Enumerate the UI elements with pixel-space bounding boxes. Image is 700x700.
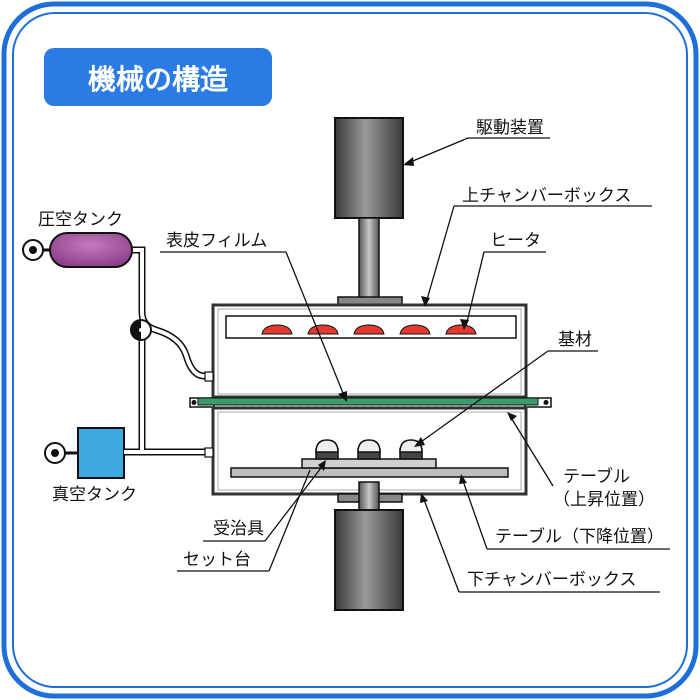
label-upper-box: 上チャンバーボックス <box>462 186 631 206</box>
label-lower-box: 下チャンバーボックス <box>467 570 636 590</box>
leader-heater <box>465 251 485 327</box>
label-set-base: セット台 <box>183 550 251 570</box>
pressure-tank <box>49 232 133 268</box>
arrow-drive <box>403 157 414 166</box>
title-badge <box>44 48 272 106</box>
leader-table-up <box>509 415 554 487</box>
pipe-port-lower <box>204 447 214 458</box>
arrow-film <box>338 391 347 402</box>
leader-drive <box>407 137 469 164</box>
lower-cylinder <box>334 509 404 611</box>
label-drive: 駆動装置 <box>476 118 544 138</box>
drive-cylinder <box>334 117 404 219</box>
heater-elements <box>261 324 477 335</box>
upper-chamber-inner <box>217 308 522 395</box>
label-substrate: 基材 <box>558 330 592 350</box>
skin-film <box>197 397 539 406</box>
lower-rod <box>358 481 380 513</box>
leader-table-down <box>461 477 488 550</box>
label-table-up-sub: （上昇位置） <box>553 490 655 510</box>
label-jig: 受治具 <box>213 519 264 539</box>
table-lowered <box>230 467 509 478</box>
label-heater: ヒータ <box>490 231 541 251</box>
receiving-jigs <box>315 439 423 460</box>
arrow-heater <box>460 319 469 330</box>
label-table-down: テーブル（下降位置） <box>495 526 664 547</box>
label-table-up: テーブル <box>563 466 630 487</box>
pipe-port-upper <box>204 371 214 382</box>
arrow-table-up <box>507 412 517 421</box>
label-vacuum-tank: 真空タンク <box>52 485 137 505</box>
leader-set-base <box>268 469 311 572</box>
label-film: 表皮フィルム <box>166 231 267 251</box>
leader-jig <box>264 463 325 542</box>
inner-frame <box>12 12 688 688</box>
arrow-upper-box <box>421 296 430 307</box>
arrow-substrate <box>414 437 425 447</box>
leader-film <box>285 251 346 399</box>
page-title: 機械の構造 <box>88 63 228 96</box>
leader-upper-box <box>425 205 455 304</box>
vacuum-pipe-inner <box>124 338 212 454</box>
label-pressure-tank: 圧空タンク <box>38 210 123 230</box>
leader-substrate <box>417 350 549 445</box>
clamp-left-bolt <box>191 400 197 405</box>
valve <box>130 319 152 341</box>
vacuum-connector-dot <box>51 449 59 457</box>
vacuum-tank <box>77 427 125 479</box>
arrow-table-down <box>459 474 467 484</box>
clamp-right-bolt <box>543 400 549 405</box>
drive-rod <box>358 217 380 301</box>
arrow-lower-box <box>420 493 428 503</box>
tank-connector-dot <box>29 246 37 254</box>
leader-lower-box <box>422 496 460 593</box>
arrow-jig <box>318 460 326 471</box>
